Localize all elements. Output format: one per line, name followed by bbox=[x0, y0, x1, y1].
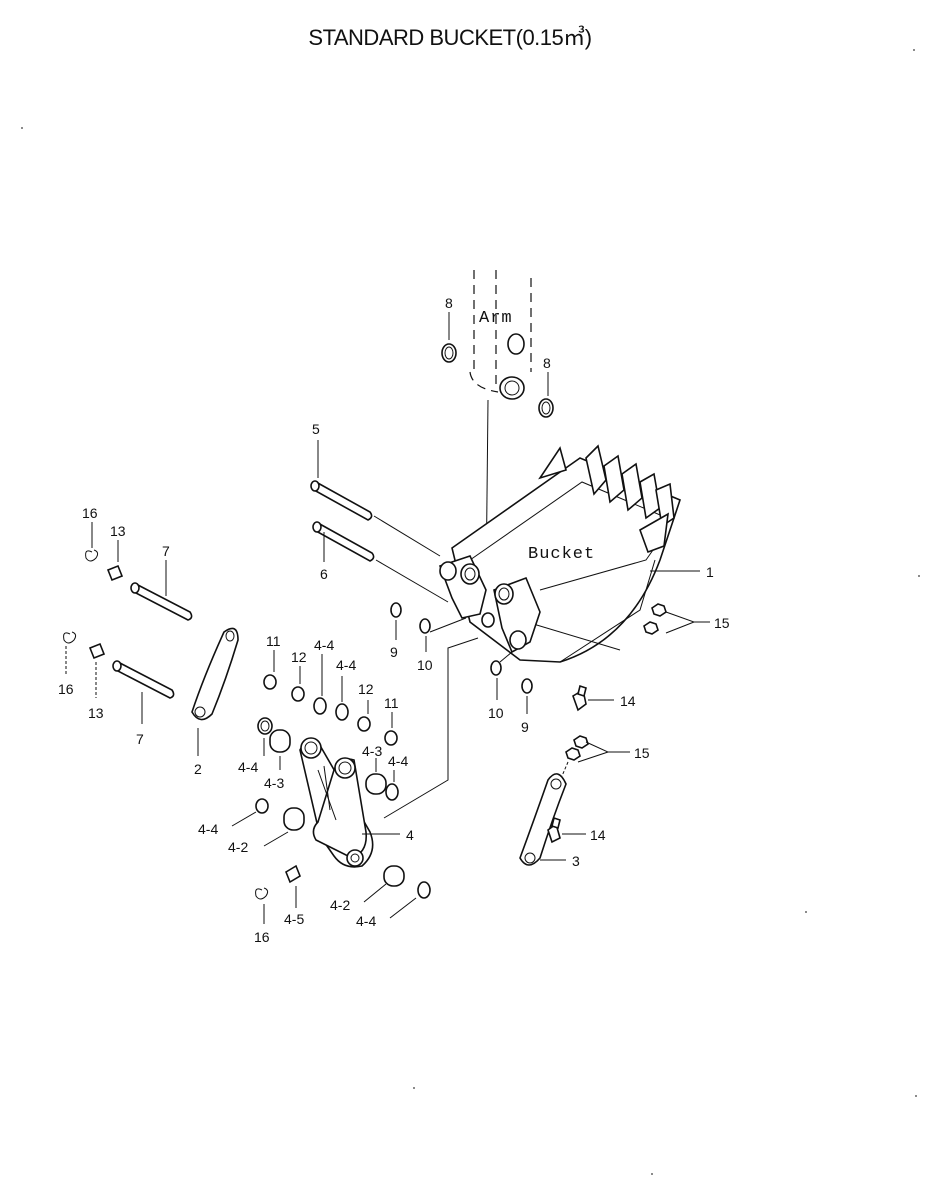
ring-9-right bbox=[521, 678, 533, 694]
bushing-4-2-left bbox=[283, 807, 305, 831]
ring-8-right bbox=[538, 398, 554, 418]
ring-12-right bbox=[357, 716, 371, 732]
callout-4-4-f: 4-4 bbox=[356, 913, 376, 929]
seal-4-4-a bbox=[313, 697, 327, 715]
bucket-label: Bucket bbox=[528, 545, 595, 564]
callout-14-lower: 14 bbox=[590, 827, 606, 843]
callout-4-4-c: 4-4 bbox=[238, 759, 258, 775]
callout-8-left: 8 bbox=[445, 295, 453, 311]
ring-10-right bbox=[490, 660, 502, 676]
seal-4-4-e bbox=[255, 798, 269, 814]
pin-6 bbox=[312, 521, 375, 562]
callout-7-lower: 7 bbox=[136, 731, 144, 747]
bushing-4-2-right bbox=[383, 865, 405, 887]
callout-16-bottom: 16 bbox=[254, 929, 270, 945]
bushing-4-3-right bbox=[365, 773, 387, 795]
ring-12-left bbox=[291, 686, 305, 702]
callout-4-3-right: 4-3 bbox=[362, 743, 382, 759]
nut-15-upper bbox=[643, 603, 667, 635]
callout-11-right: 11 bbox=[384, 695, 399, 711]
callout-9-left: 9 bbox=[390, 644, 398, 660]
arm-label: Arm bbox=[479, 309, 513, 328]
callout-4-2-right: 4-2 bbox=[330, 897, 350, 913]
callout-12-right: 12 bbox=[358, 681, 374, 697]
callout-10-left: 10 bbox=[417, 657, 433, 673]
diagram-title: STANDARD BUCKET(0.15㎥) bbox=[308, 25, 592, 50]
callout-7-upper: 7 bbox=[162, 543, 170, 559]
seal-11-left bbox=[263, 674, 277, 690]
callout-16-lower: 16 bbox=[58, 681, 74, 697]
seal-4-4-d bbox=[385, 783, 399, 801]
bucket: Bucket bbox=[438, 444, 681, 663]
callout-4-4-e: 4-4 bbox=[198, 821, 218, 837]
ring-10-left bbox=[419, 618, 431, 634]
callout-4-3-left: 4-3 bbox=[264, 775, 284, 791]
callout-4: 4 bbox=[406, 827, 414, 843]
callout-16-upper: 16 bbox=[82, 505, 98, 521]
callout-2: 2 bbox=[194, 761, 202, 777]
ring-8-left bbox=[441, 343, 457, 363]
link-4 bbox=[299, 737, 374, 868]
callout-13-upper: 13 bbox=[110, 523, 126, 539]
callout-14-upper: 14 bbox=[620, 693, 636, 709]
clip-16-bottom bbox=[255, 887, 269, 900]
callout-15-lower: 15 bbox=[634, 745, 650, 761]
callout-11-left: 11 bbox=[266, 633, 281, 649]
grease-nipple-13-upper bbox=[106, 564, 124, 582]
bolt-14-lower bbox=[547, 816, 561, 844]
pin-5 bbox=[310, 480, 373, 521]
callout-15-upper: 15 bbox=[714, 615, 730, 631]
callout-4-5: 4-5 bbox=[284, 911, 304, 927]
callout-8-right: 8 bbox=[543, 355, 551, 371]
seal-4-4-c bbox=[257, 717, 273, 735]
callout-4-2-left: 4-2 bbox=[228, 839, 248, 855]
clip-16-upper bbox=[85, 549, 99, 562]
callout-4-4-a: 4-4 bbox=[314, 637, 334, 653]
seal-4-4-f bbox=[417, 881, 431, 899]
callout-9-right: 9 bbox=[521, 719, 529, 735]
link-3 bbox=[519, 773, 567, 866]
nut-15-lower bbox=[565, 735, 589, 761]
link-2 bbox=[191, 627, 239, 721]
arm-outline: Arm bbox=[469, 270, 532, 400]
grease-nipple-13-lower bbox=[88, 642, 106, 660]
seal-11-right bbox=[384, 730, 398, 746]
callout-5: 5 bbox=[312, 421, 320, 437]
callout-1: 1 bbox=[706, 564, 714, 580]
ring-9-left bbox=[390, 602, 402, 618]
grease-nipple-4-5 bbox=[285, 864, 301, 884]
seal-4-4-b bbox=[335, 703, 349, 721]
callout-3: 3 bbox=[572, 853, 580, 869]
callout-10-right: 10 bbox=[488, 705, 504, 721]
callout-6: 6 bbox=[320, 566, 328, 582]
callout-4-4-d: 4-4 bbox=[388, 753, 408, 769]
pin-7-upper bbox=[130, 582, 193, 621]
bushing-4-3-left bbox=[269, 729, 291, 753]
callout-13-lower: 13 bbox=[88, 705, 104, 721]
bolt-14-upper bbox=[572, 684, 587, 712]
callout-4-4-b: 4-4 bbox=[336, 657, 356, 673]
clip-16-lower bbox=[63, 631, 77, 644]
callout-12-left: 12 bbox=[291, 649, 307, 665]
pin-7-lower bbox=[112, 660, 175, 699]
